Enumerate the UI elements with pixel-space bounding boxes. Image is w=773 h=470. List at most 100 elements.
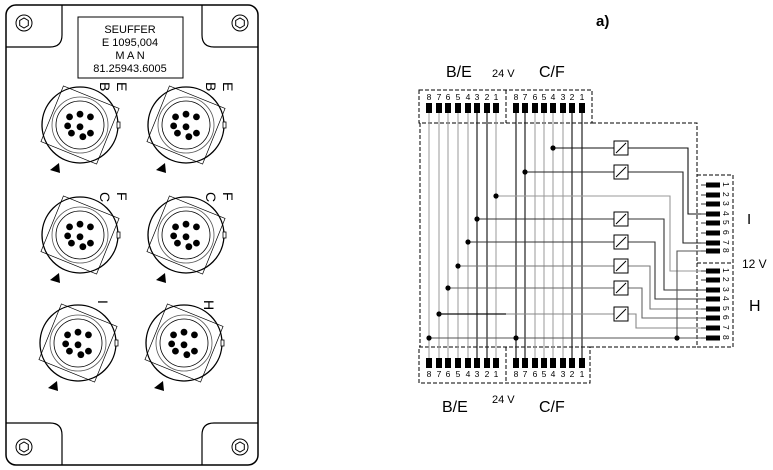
horizontal-wire — [439, 313, 701, 329]
bottom-pin — [455, 358, 461, 368]
top-pin-number: 8 — [427, 92, 432, 102]
h-pin — [706, 296, 720, 302]
bottom-pin-number: 1 — [494, 369, 499, 379]
top-pin — [541, 103, 547, 113]
bottom-pin — [493, 358, 499, 368]
connector-pin — [76, 123, 84, 131]
top-pin — [532, 103, 538, 113]
connector-pin — [76, 110, 84, 118]
connector-ring — [157, 96, 215, 154]
bottom-pin-number: 6 — [533, 369, 538, 379]
top-label-be: B/E — [446, 64, 472, 81]
horizontal-wire — [458, 265, 701, 310]
nameplate-line-3: M A N — [115, 50, 144, 62]
top-pin — [474, 103, 480, 113]
connector-pin — [64, 331, 71, 339]
connector-pin — [172, 113, 179, 121]
corner-tab-tl — [6, 5, 63, 48]
bottom-pin — [569, 358, 575, 368]
connector-ring — [155, 314, 213, 372]
screw-icon — [15, 438, 33, 456]
top-pin-number: 8 — [514, 92, 519, 102]
connector-label: H — [201, 300, 217, 310]
nameplate-line-2: E 1095,004 — [102, 37, 158, 49]
connector-flange — [40, 85, 120, 165]
relay-diagonal — [615, 260, 627, 272]
bottom-pin-number: 5 — [456, 369, 461, 379]
top-pin — [426, 103, 432, 113]
corner-tab-br — [201, 422, 258, 465]
i-pin — [706, 230, 720, 236]
connector-pin — [87, 223, 94, 231]
top-pin-number: 2 — [570, 92, 575, 102]
connector-pin — [79, 133, 87, 141]
connector-pin — [77, 351, 85, 359]
connector-pin — [76, 220, 84, 228]
bottom-pin-number: 8 — [514, 369, 519, 379]
bottom-pin — [465, 358, 471, 368]
top-pin — [579, 103, 585, 113]
top-pin — [493, 103, 499, 113]
connector-label: B — [203, 82, 219, 91]
h-pin — [706, 335, 720, 341]
connector-pin — [87, 129, 94, 137]
connector-pin — [193, 239, 200, 247]
connector-pin — [191, 347, 198, 355]
top-pin-number: 7 — [523, 92, 528, 102]
label-i: I — [747, 211, 751, 228]
connector-pin — [66, 347, 73, 355]
label-12v: 12 V — [742, 257, 767, 271]
connector-tab — [220, 339, 225, 347]
h-pin — [706, 268, 720, 274]
connector-tab — [116, 231, 121, 239]
junction-dot — [522, 169, 528, 175]
relay-diagonal — [615, 282, 627, 294]
connector-pin — [183, 351, 191, 359]
connector-ring — [157, 206, 215, 264]
bottom-pin-number: 7 — [523, 369, 528, 379]
connector-label: C — [203, 192, 219, 202]
circular-connector: H — [144, 300, 225, 391]
connector-pin — [174, 239, 181, 247]
key-arrow-icon — [156, 163, 166, 173]
connector-pin — [170, 232, 178, 240]
h-pin-number: 5 — [721, 306, 731, 311]
connector-tab — [114, 339, 119, 347]
h-pin — [706, 306, 720, 312]
connector-pin — [66, 223, 73, 231]
top-label-24v: 24 V — [492, 68, 515, 80]
bottom-pin — [550, 358, 556, 368]
connector-pin — [193, 129, 200, 137]
i-pin-number: 8 — [721, 248, 731, 253]
module-outline — [419, 122, 698, 348]
bottom-pin — [426, 358, 432, 368]
connector-pin — [170, 122, 178, 130]
connector-ring — [51, 206, 109, 264]
connector-tab — [222, 121, 227, 129]
connector-pin — [182, 110, 190, 118]
connector-pin — [180, 341, 188, 349]
connector-label: I — [95, 300, 111, 304]
junction-dot — [465, 239, 471, 245]
connector-pin — [68, 239, 75, 247]
i-pin — [706, 192, 720, 198]
top-pin — [465, 103, 471, 113]
connector-pin — [62, 340, 70, 348]
h-pin-number: 6 — [721, 315, 731, 320]
horizontal-wire — [496, 195, 701, 272]
bottom-connector-box — [418, 346, 591, 384]
screw-icon — [231, 438, 249, 456]
top-pin-number: 3 — [475, 92, 480, 102]
corner-tab-bl — [6, 422, 63, 465]
horizontal-wire — [525, 171, 701, 244]
connector-pin — [74, 341, 82, 349]
connector-label: F — [114, 192, 130, 201]
connector-pin — [191, 331, 198, 339]
h-pin — [706, 277, 720, 283]
connector-pin — [64, 232, 72, 240]
screw-hex-icon — [19, 17, 29, 29]
connector-ring — [51, 96, 109, 154]
connector-pin — [85, 347, 92, 355]
